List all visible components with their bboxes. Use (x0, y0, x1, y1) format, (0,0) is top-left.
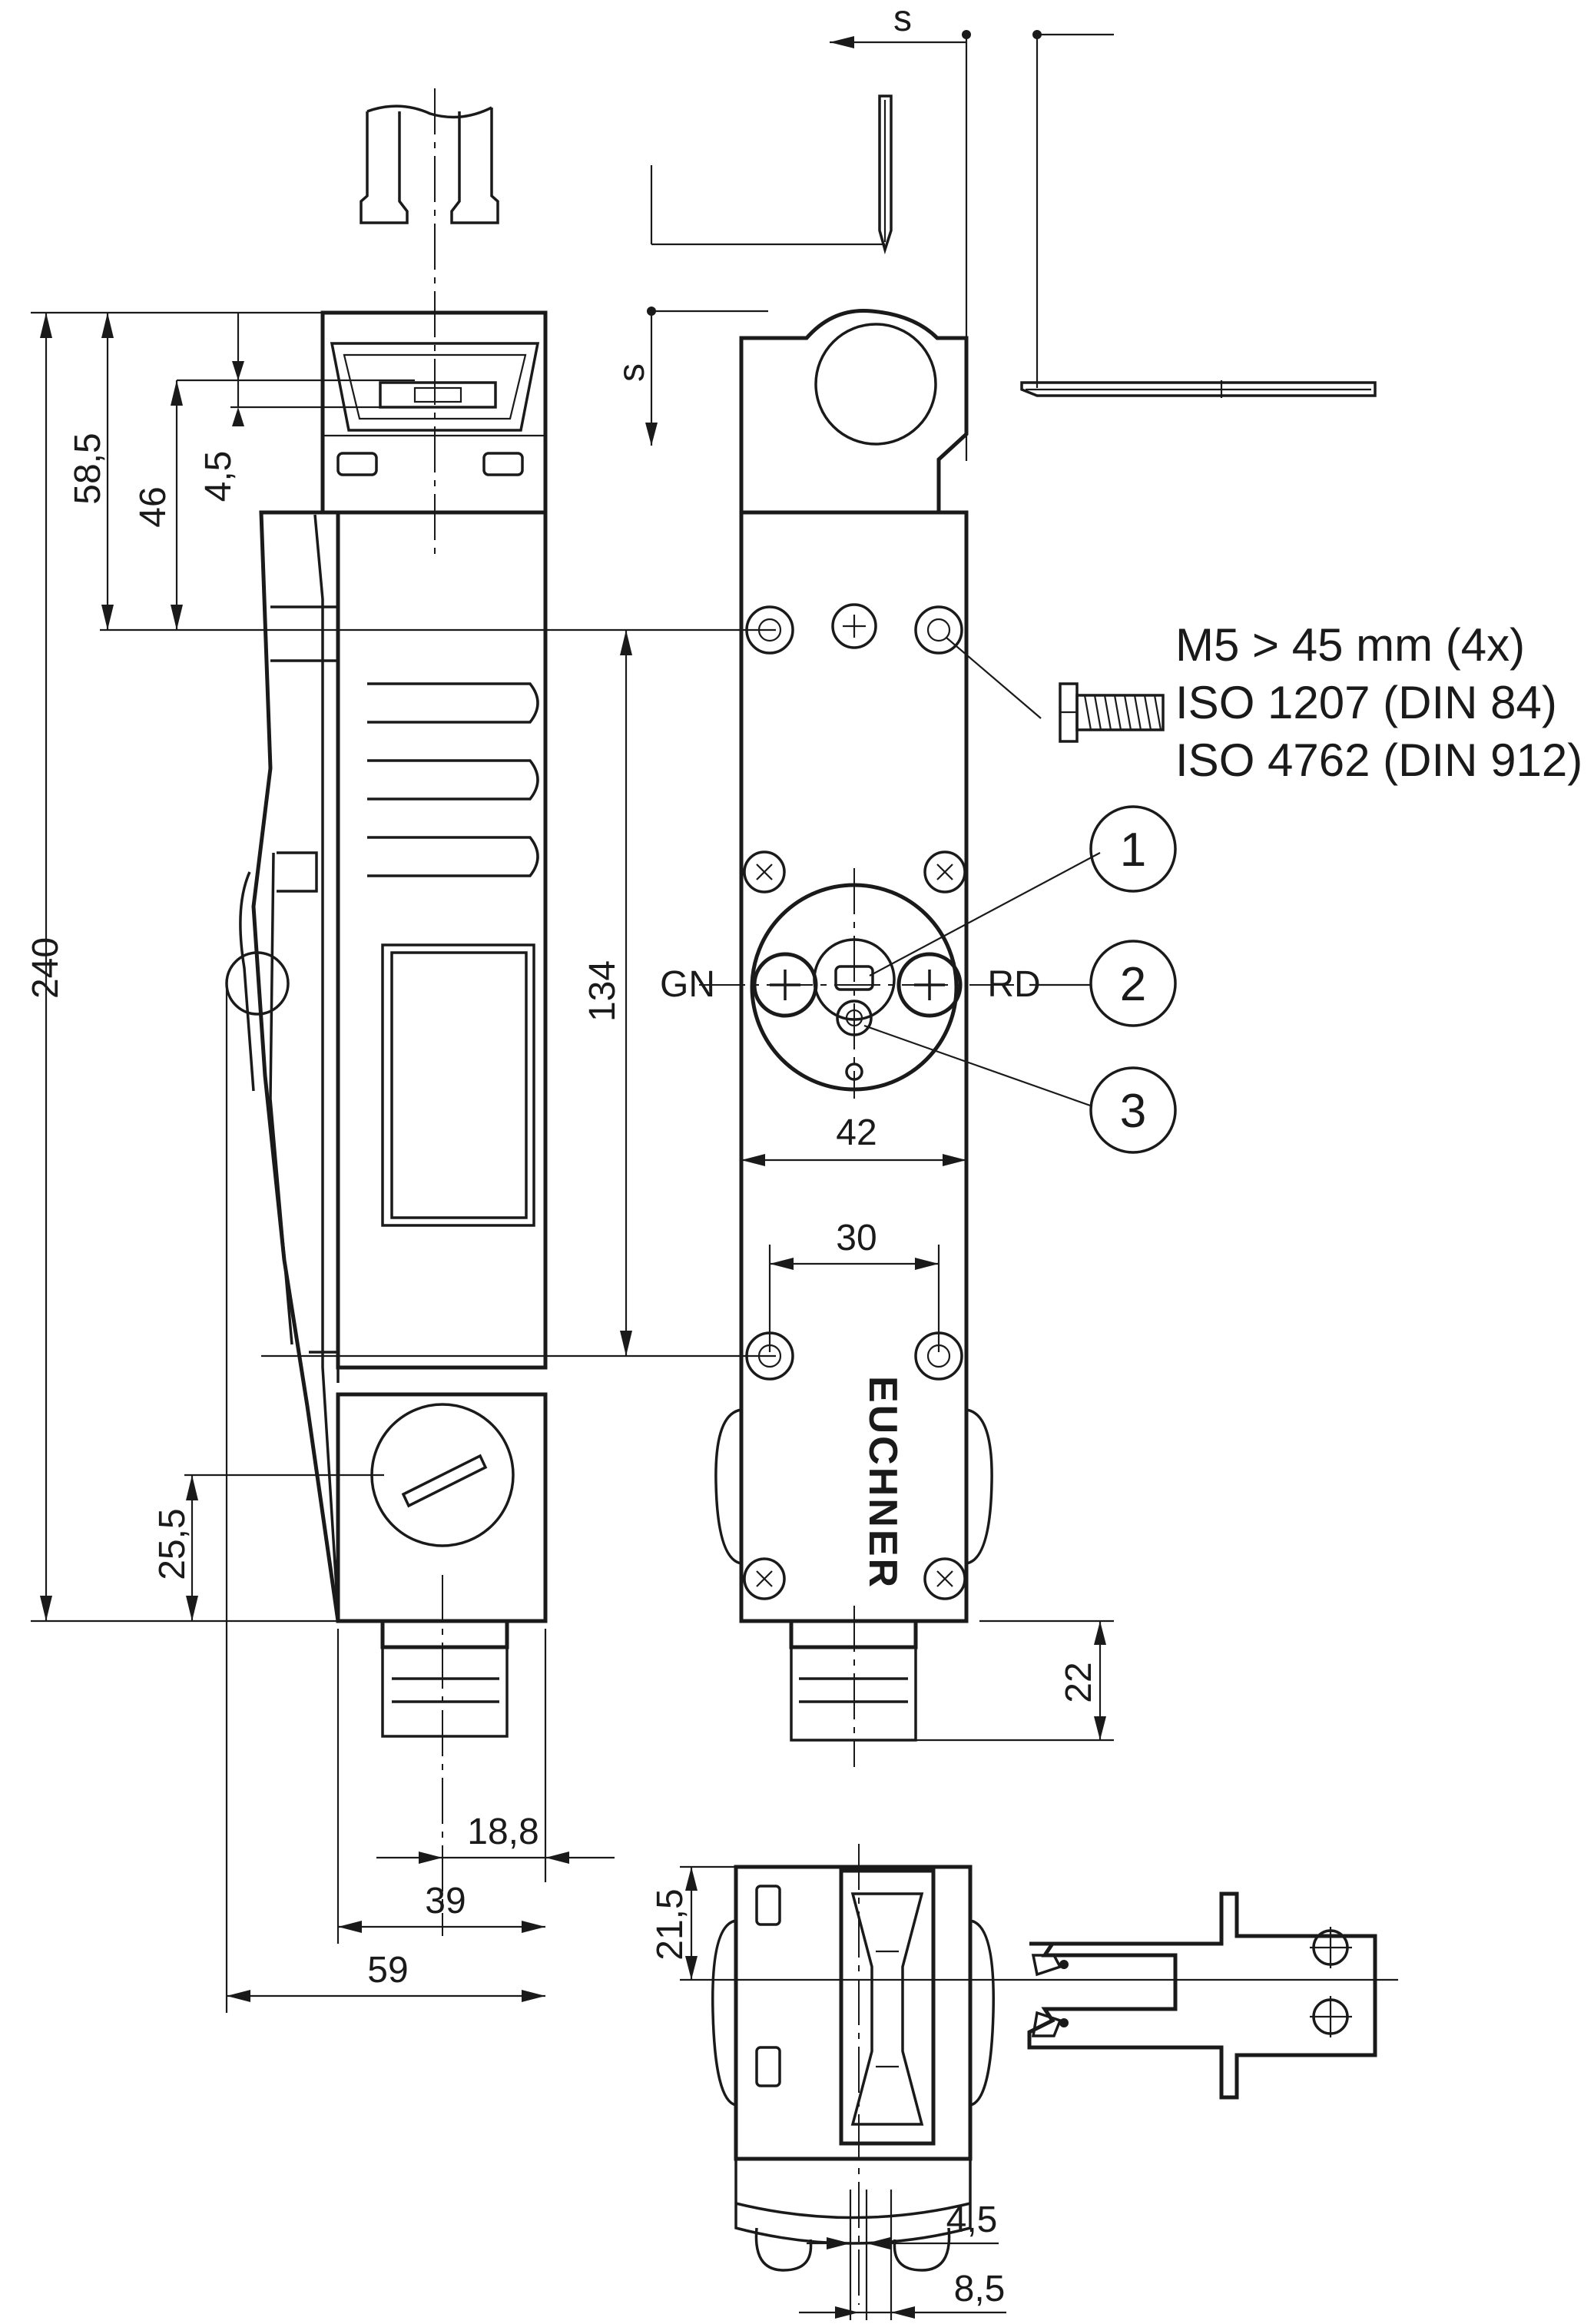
front-dimensions: 42 30 22 (741, 1112, 1114, 1742)
front-body (739, 510, 969, 1623)
actuator-travel: s s (611, 0, 1377, 461)
actuator-slot (839, 1868, 936, 2146)
front-view: GN RD EUCHNER (660, 308, 1041, 1767)
dim-4-5: 4,5 (198, 451, 239, 502)
dim-59: 59 (367, 1950, 408, 1991)
screws (743, 603, 966, 1600)
screw-note: M5 > 45 mm (4x) ISO 1207 (DIN 84) ISO 47… (946, 619, 1582, 786)
dim-39: 39 (425, 1881, 466, 1921)
svg-text:2: 2 (1120, 958, 1146, 1011)
svg-text:1: 1 (1120, 824, 1146, 877)
dim-240: 240 (25, 937, 66, 999)
actuator-flat (1027, 1891, 1377, 2100)
screw-note-line1: M5 > 45 mm (4x) (1175, 619, 1525, 671)
dim-21-5: 21,5 (650, 1888, 691, 1960)
screw-note-line3: ISO 4762 (DIN 912) (1175, 734, 1582, 786)
dim-18-8: 18,8 (467, 1812, 539, 1852)
left-dimensions: 240 58,5 46 4,5 25,5 134 18,8 (25, 311, 776, 2013)
grip-ribs (367, 682, 539, 877)
dim-22: 22 (1059, 1662, 1099, 1702)
callout-2 (1089, 940, 1177, 1027)
svg-text:3: 3 (1120, 1085, 1146, 1138)
dim-46: 46 (133, 486, 174, 527)
side-view (225, 88, 548, 1936)
cable-gland (381, 1646, 509, 1738)
window (381, 943, 535, 1227)
bottom-view: 21,5 4,5 8,5 (650, 1844, 1398, 2320)
cable-gland-nut (380, 1619, 509, 1649)
travel-s-top: s (893, 0, 912, 39)
dim-bottom-8-5: 8,5 (954, 2269, 1006, 2309)
brand-text: EUCHNER (860, 1376, 905, 1590)
dim-bottom-4-5: 4,5 (946, 2200, 998, 2240)
actuator-top (360, 104, 499, 224)
label-gn: GN (660, 964, 715, 1005)
pin-vertical (878, 94, 893, 255)
travel-s-side: s (611, 363, 652, 382)
dim-30: 30 (836, 1218, 877, 1258)
dim-42: 42 (836, 1112, 877, 1153)
screw-note-line2: ISO 1207 (DIN 84) (1175, 677, 1557, 728)
callout-1 (1089, 805, 1177, 893)
front-head (739, 308, 969, 515)
callouts: 1 2 3 (863, 805, 1177, 1154)
dim-134: 134 (582, 960, 623, 1022)
bottom-housing (734, 1865, 973, 2161)
switch-body (336, 510, 548, 1370)
pin-horizontal (1020, 381, 1377, 397)
cover-profile (251, 510, 340, 1622)
dim-58-5: 58,5 (68, 433, 108, 504)
actuator-plate (1027, 1891, 1377, 2100)
dim-25-5: 25,5 (152, 1508, 193, 1580)
callout-3 (1089, 1066, 1177, 1154)
